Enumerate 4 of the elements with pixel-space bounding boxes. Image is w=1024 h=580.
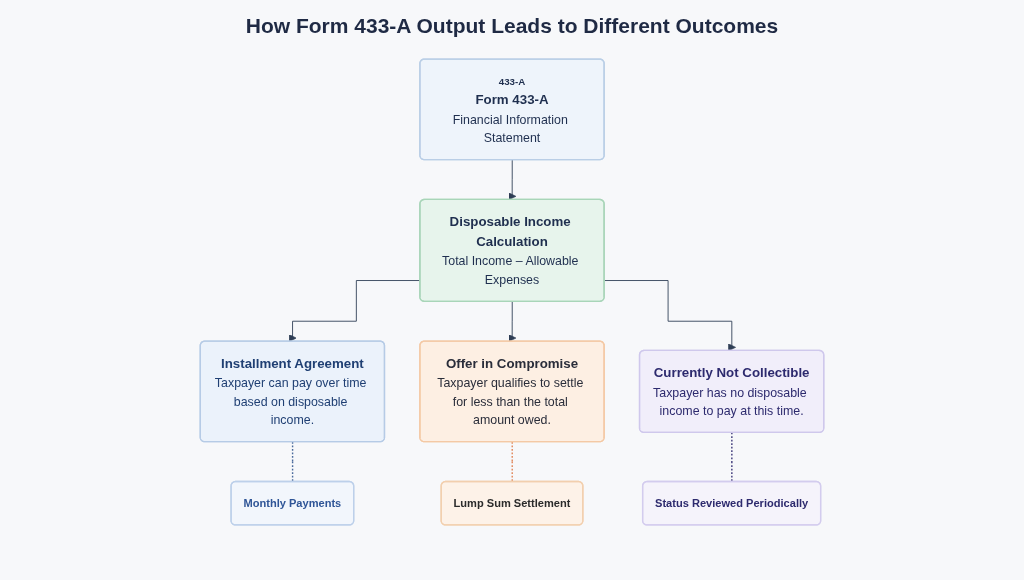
connector <box>731 432 733 483</box>
connector <box>291 441 294 483</box>
connector <box>511 441 514 483</box>
diagram-title: How Form 433-A Output Leads to Different Outcomes <box>244 14 780 38</box>
